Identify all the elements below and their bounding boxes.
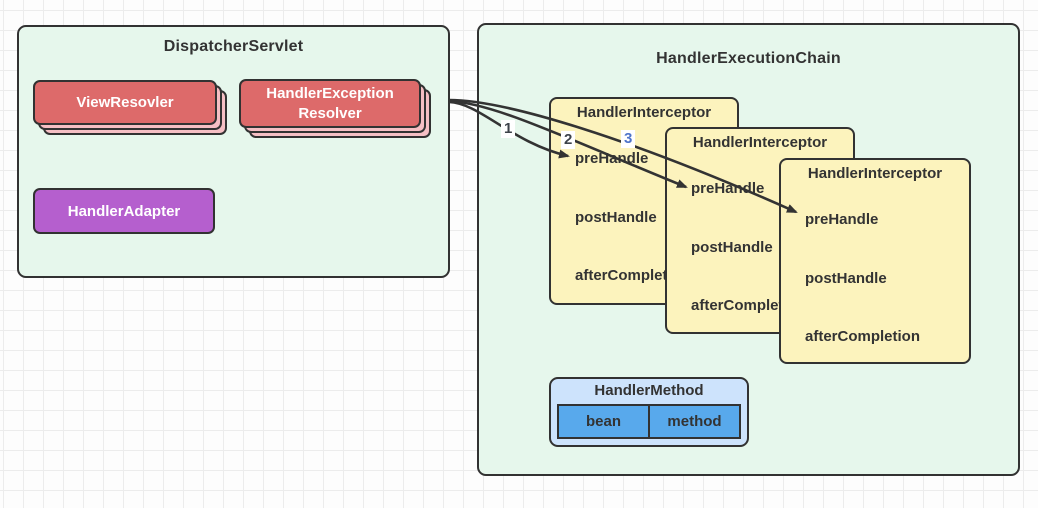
arrow-label-1: 1: [501, 120, 516, 138]
dispatcher-servlet-container: DispatcherServlet ViewResovler HandlerEx…: [17, 25, 450, 278]
posthandle-label: postHandle: [805, 270, 887, 287]
handler-interceptor-title: HandlerInterceptor: [576, 104, 712, 121]
handler-interceptor-card-3: HandlerInterceptor preHandle postHandle …: [779, 158, 971, 364]
handler-exception-resolver-stack: HandlerException Resolver: [239, 79, 431, 138]
handler-method-box: HandlerMethod bean method: [549, 377, 749, 447]
handler-method-method-cell: method: [648, 406, 739, 437]
prehandle-label: preHandle: [575, 150, 649, 167]
arrow-label-3: 3: [621, 130, 636, 148]
handler-interceptor-title: HandlerInterceptor: [692, 134, 828, 151]
posthandle-label: postHandle: [691, 239, 773, 256]
handler-exception-resolver-label-line1: HandlerException: [266, 84, 394, 102]
view-resolver-box: ViewResovler: [33, 80, 217, 125]
arrow-label-2: 2: [561, 131, 576, 149]
dispatcher-servlet-title: DispatcherServlet: [163, 38, 304, 55]
prehandle-label: preHandle: [805, 211, 879, 228]
handler-exception-resolver-box: HandlerException Resolver: [239, 79, 421, 128]
handler-method-bean-cell: bean: [585, 413, 621, 430]
handler-method-row: bean method: [557, 404, 741, 439]
handler-execution-chain-container: HandlerExecutionChain HandlerInterceptor…: [477, 23, 1020, 476]
handler-adapter-label: HandlerAdapter: [67, 202, 181, 220]
posthandle-label: postHandle: [575, 209, 657, 226]
prehandle-label: preHandle: [691, 180, 765, 197]
aftercompletion-label: afterCompletion: [805, 328, 921, 345]
handler-adapter-box: HandlerAdapter: [33, 188, 215, 234]
aftercompletion-label: afterCompletion: [575, 267, 691, 284]
handler-exception-resolver-label-line2: Resolver: [298, 104, 362, 122]
handler-execution-chain-title: HandlerExecutionChain: [656, 50, 841, 67]
aftercompletion-label: afterCompletion: [691, 297, 807, 314]
view-resolver-label: ViewResovler: [76, 93, 174, 111]
view-resolver-stack: ViewResovler: [33, 80, 227, 135]
handler-method-title: HandlerMethod: [594, 382, 704, 399]
handler-interceptor-title: HandlerInterceptor: [807, 165, 943, 182]
